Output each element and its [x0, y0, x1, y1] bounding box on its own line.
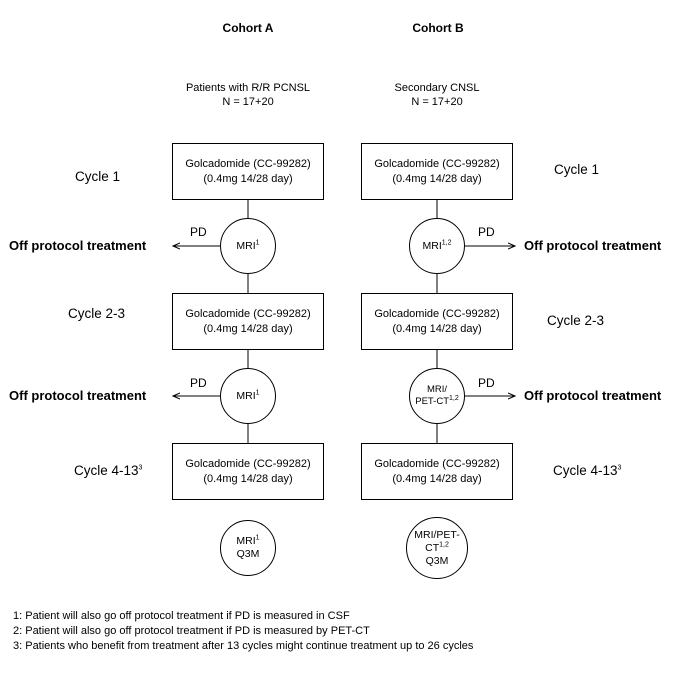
treatment-drug: Golcadomide (CC-99282) [374, 457, 500, 470]
cohort-b-cycle-label-2: Cycle 2-3 [547, 313, 605, 328]
footnote-1: 1: Patient will also go off protocol tre… [13, 610, 350, 622]
assessment-label: MRI1 [236, 389, 260, 402]
cohort-a-assessment-2: MRI1 [220, 368, 276, 424]
cohort-a-population-text: Patients with R/R PCNSL [185, 82, 311, 94]
treatment-drug: Golcadomide (CC-99282) [185, 157, 311, 170]
cohort-a-cycle-label-1: Cycle 1 [75, 169, 121, 184]
footnote-2: 2: Patient will also go off protocol tre… [13, 625, 370, 637]
cohort-b-final-assessment: MRI/PET- CT1,2 Q3M [406, 517, 468, 579]
cohort-a-off-protocol-2: Off protocol treatment [9, 388, 147, 403]
cohort-b-assessment-1: MRI1,2 [409, 218, 465, 274]
treatment-drug: Golcadomide (CC-99282) [185, 457, 311, 470]
treatment-dose: (0.4mg 14/28 day) [392, 172, 482, 185]
assessment-frequency: Q3M [236, 548, 260, 560]
cohort-b-cycle-label-3: Cycle 4-133 [553, 463, 622, 478]
treatment-dose: (0.4mg 14/28 day) [392, 472, 482, 485]
footnote-3: 3: Patients who benefit from treatment a… [13, 640, 474, 652]
assessment-label: MRI1 [236, 239, 260, 252]
treatment-dose: (0.4mg 14/28 day) [203, 472, 293, 485]
cohort-a-treatment-box-cycle-4-13: Golcadomide (CC-99282) (0.4mg 14/28 day) [172, 443, 324, 500]
assessment-frequency: Q3M [425, 554, 449, 567]
assessment-label: MRI1 [236, 534, 260, 548]
cohort-b-off-protocol-2: Off protocol treatment [524, 388, 662, 403]
cohort-a-treatment-box-cycle-1: Golcadomide (CC-99282) (0.4mg 14/28 day) [172, 143, 324, 200]
cohort-b-cycle-label-1: Cycle 1 [554, 162, 600, 177]
cohort-a-cycle-label-2: Cycle 2-3 [68, 306, 126, 321]
cohort-a-cycle-label-3: Cycle 4-133 [74, 463, 143, 478]
cohort-b-off-protocol-1: Off protocol treatment [524, 238, 662, 253]
assessment-label-line2: CT1,2 [425, 541, 449, 554]
cohort-b-treatment-box-cycle-2-3: Golcadomide (CC-99282) (0.4mg 14/28 day) [361, 293, 513, 350]
assessment-label-line2: PET-CT1,2 [415, 394, 459, 407]
cohort-a-title: Cohort A [222, 21, 274, 35]
cohort-b-population: Secondary CNSL N = 17+20 [352, 81, 522, 109]
cohort-b-assessment-2: MRI/ PET-CT1,2 [409, 368, 465, 424]
treatment-drug: Golcadomide (CC-99282) [374, 307, 500, 320]
cohort-b-title: Cohort B [412, 21, 464, 35]
cohort-a-off-protocol-1: Off protocol treatment [9, 238, 147, 253]
cohort-b-pd-label-1: PD [478, 225, 495, 239]
treatment-dose: (0.4mg 14/28 day) [203, 172, 293, 185]
cohort-a-final-assessment: MRI1 Q3M [220, 520, 276, 576]
cohort-a-population: Patients with R/R PCNSL N = 17+20 [163, 81, 333, 109]
cohort-b-pd-label-2: PD [478, 376, 495, 390]
cohort-b-treatment-box-cycle-1: Golcadomide (CC-99282) (0.4mg 14/28 day) [361, 143, 513, 200]
treatment-dose: (0.4mg 14/28 day) [392, 322, 482, 335]
cohort-b-n: N = 17+20 [411, 96, 463, 108]
cohort-b-population-text: Secondary CNSL [394, 82, 480, 94]
cohort-a-assessment-1: MRI1 [220, 218, 276, 274]
cohort-a-n: N = 17+20 [222, 96, 274, 108]
footnotes: 1: Patient will also go off protocol tre… [13, 609, 533, 654]
treatment-drug: Golcadomide (CC-99282) [374, 157, 500, 170]
assessment-label: MRI1,2 [422, 239, 452, 252]
treatment-dose: (0.4mg 14/28 day) [203, 322, 293, 335]
assessment-label-line1: MRI/PET- [414, 528, 460, 541]
cohort-a-pd-label-1: PD [190, 225, 207, 239]
cohort-b-treatment-box-cycle-4-13: Golcadomide (CC-99282) (0.4mg 14/28 day) [361, 443, 513, 500]
cohort-a-treatment-box-cycle-2-3: Golcadomide (CC-99282) (0.4mg 14/28 day) [172, 293, 324, 350]
treatment-drug: Golcadomide (CC-99282) [185, 307, 311, 320]
assessment-label-line1: MRI/ [426, 384, 448, 395]
cohort-a-pd-label-2: PD [190, 376, 207, 390]
